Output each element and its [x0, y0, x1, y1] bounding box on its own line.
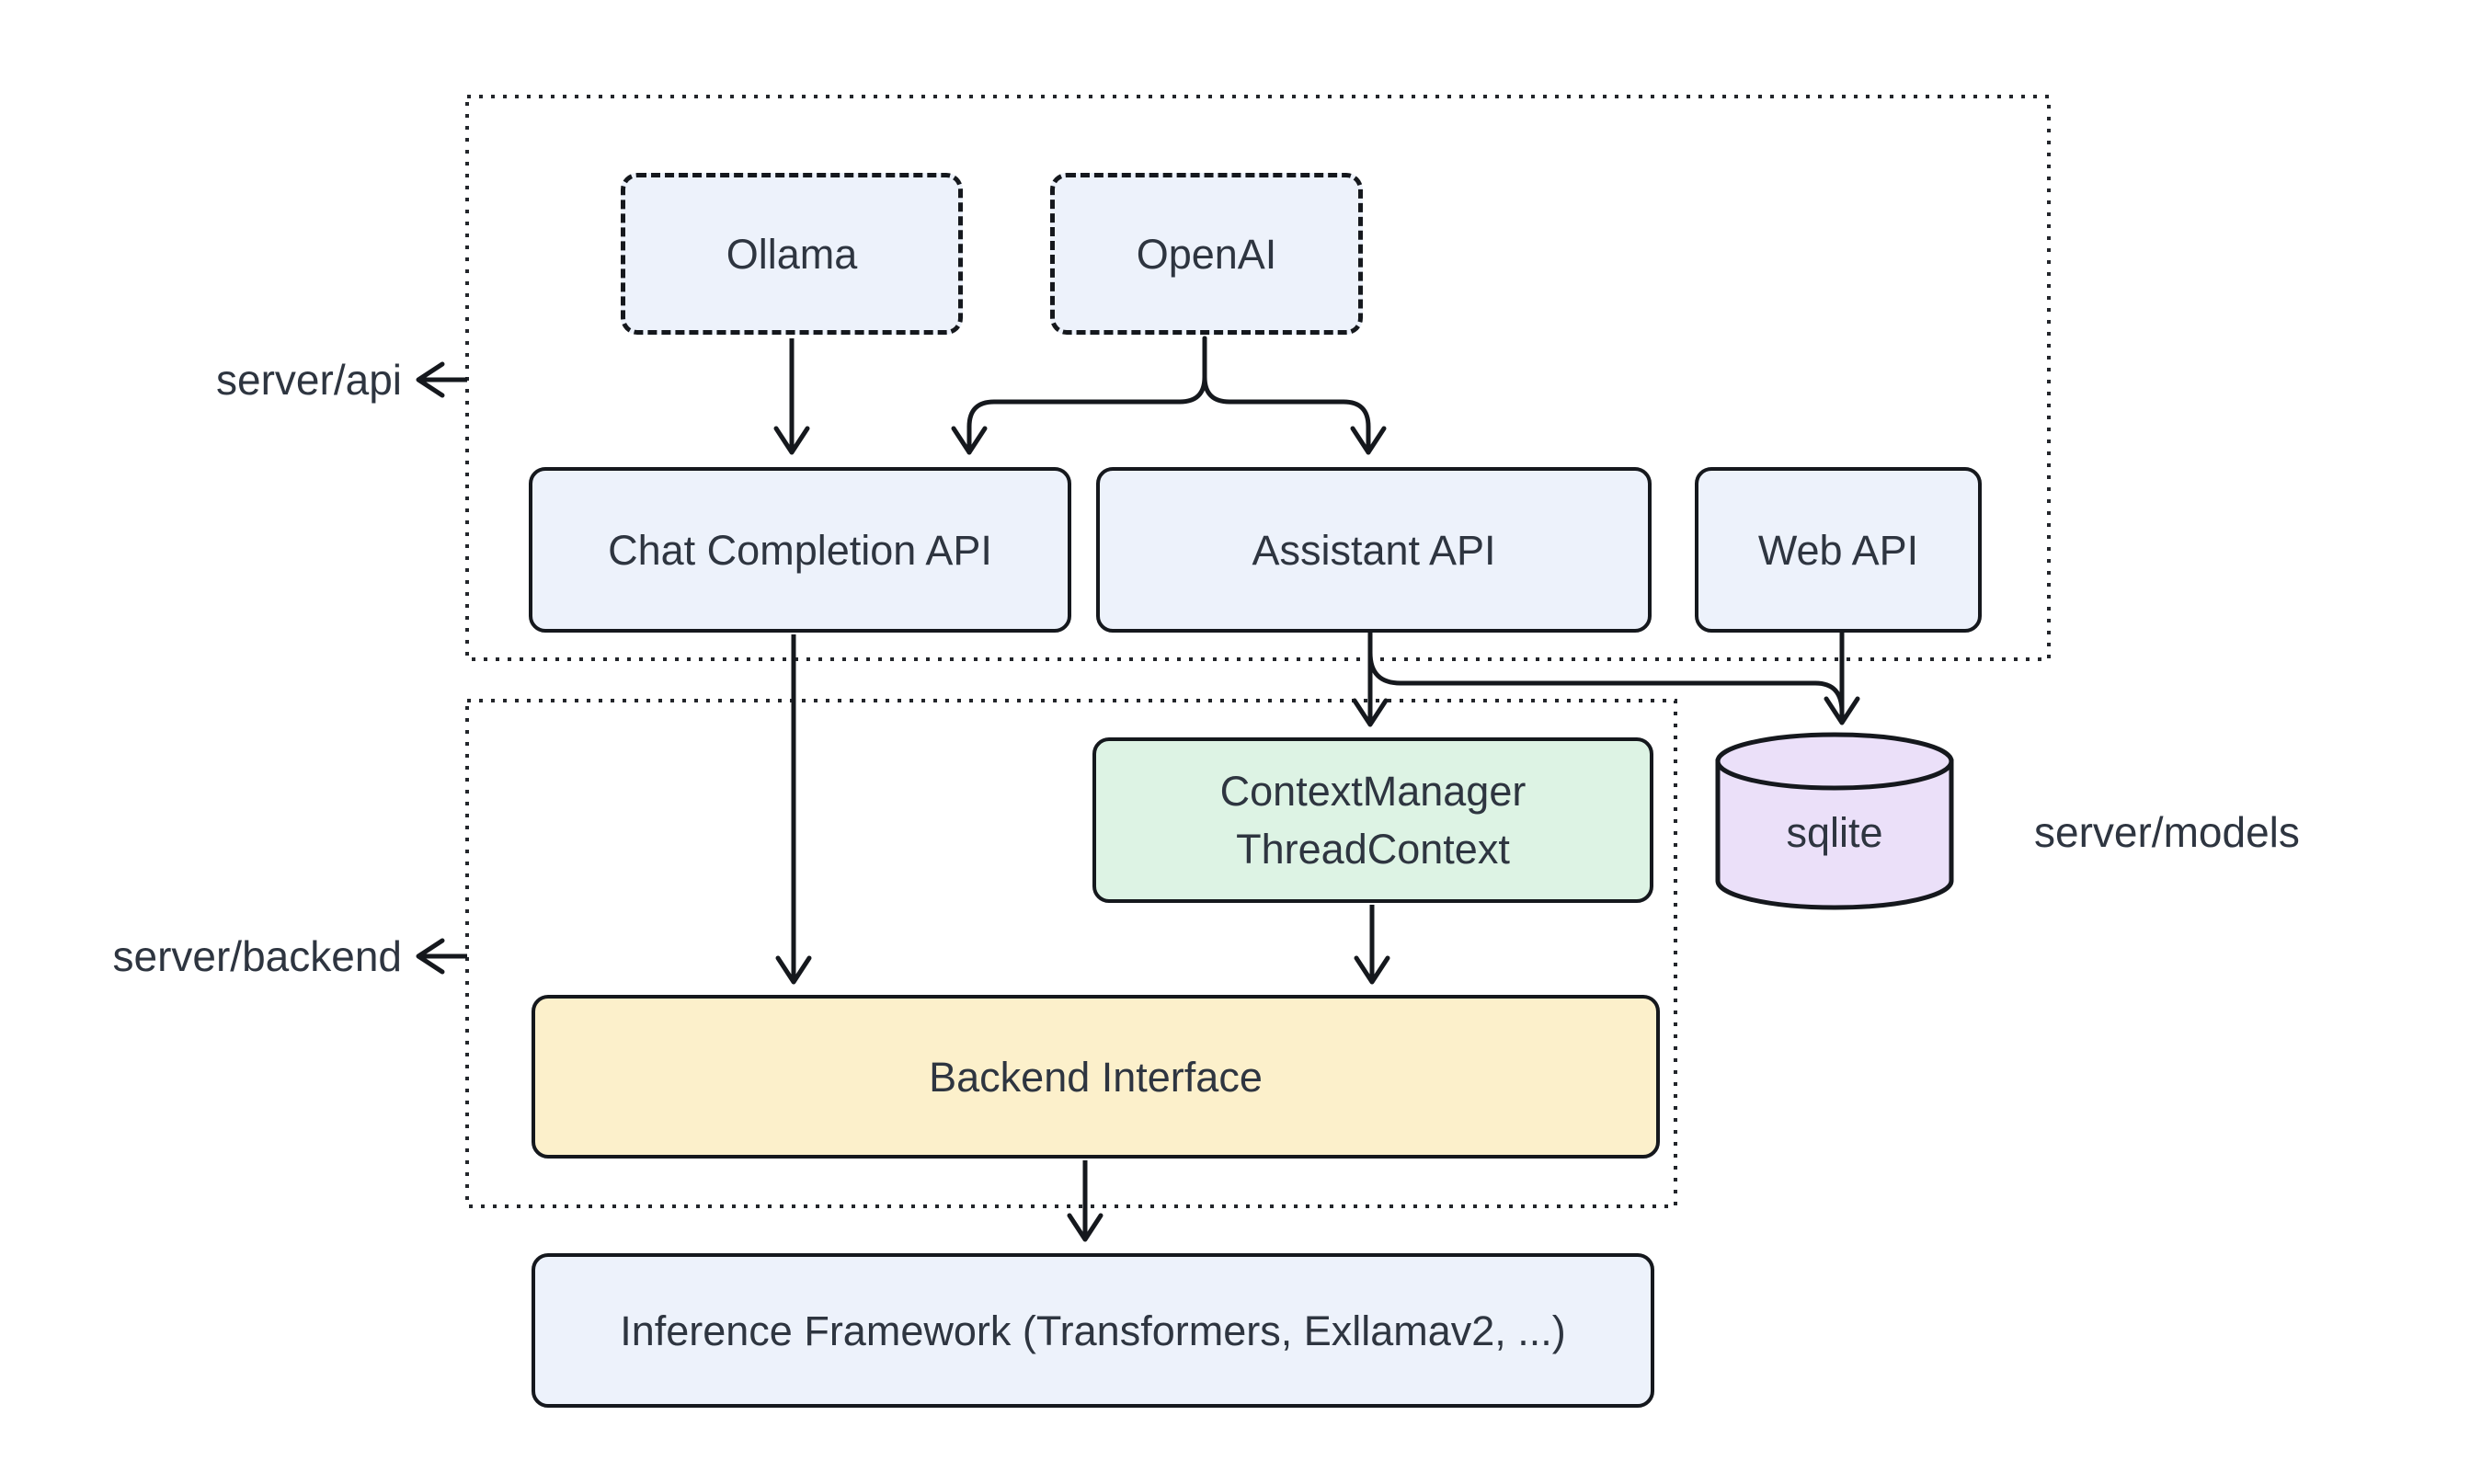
node-assistant-api: Assistant API	[1096, 467, 1652, 633]
node-context-manager: ContextManager ThreadContext	[1092, 737, 1653, 903]
node-assistant-api-label: Assistant API	[1252, 526, 1496, 574]
node-inference-framework-label: Inference Framework (Transformers, Exlla…	[620, 1307, 1566, 1354]
node-inference-framework: Inference Framework (Transformers, Exlla…	[532, 1253, 1654, 1408]
group-label-server-models: server/models	[2034, 808, 2300, 856]
node-sqlite-label: sqlite	[1786, 809, 1883, 856]
group-label-server-api: server/api	[216, 356, 402, 404]
edge-openai-to-assistant	[1202, 336, 1387, 455]
group-label-server-backend: server/backend	[112, 932, 403, 980]
sqlite-cylinder	[1715, 732, 1954, 910]
context-manager-line2: ThreadContext	[1236, 826, 1510, 873]
node-chat-completion-api-label: Chat Completion API	[608, 526, 992, 574]
node-backend-interface-label: Backend Interface	[929, 1053, 1263, 1101]
edge-openai-to-chat	[951, 336, 1207, 455]
node-backend-interface: Backend Interface	[532, 995, 1660, 1159]
node-context-manager-label: ContextManager ThreadContext	[1220, 762, 1527, 878]
node-chat-completion-api: Chat Completion API	[529, 467, 1071, 633]
node-web-api-label: Web API	[1757, 526, 1919, 574]
node-openai-label: OpenAI	[1136, 230, 1277, 278]
context-manager-line1: ContextManager	[1219, 768, 1527, 815]
node-ollama-label: Ollama	[726, 230, 858, 278]
node-ollama: Ollama	[621, 173, 963, 335]
edge-assistant-branch-to-sqlite	[1367, 650, 1845, 714]
node-openai: OpenAI	[1050, 173, 1363, 335]
group-server-backend-outline	[465, 699, 1677, 1208]
node-web-api: Web API	[1695, 467, 1982, 633]
